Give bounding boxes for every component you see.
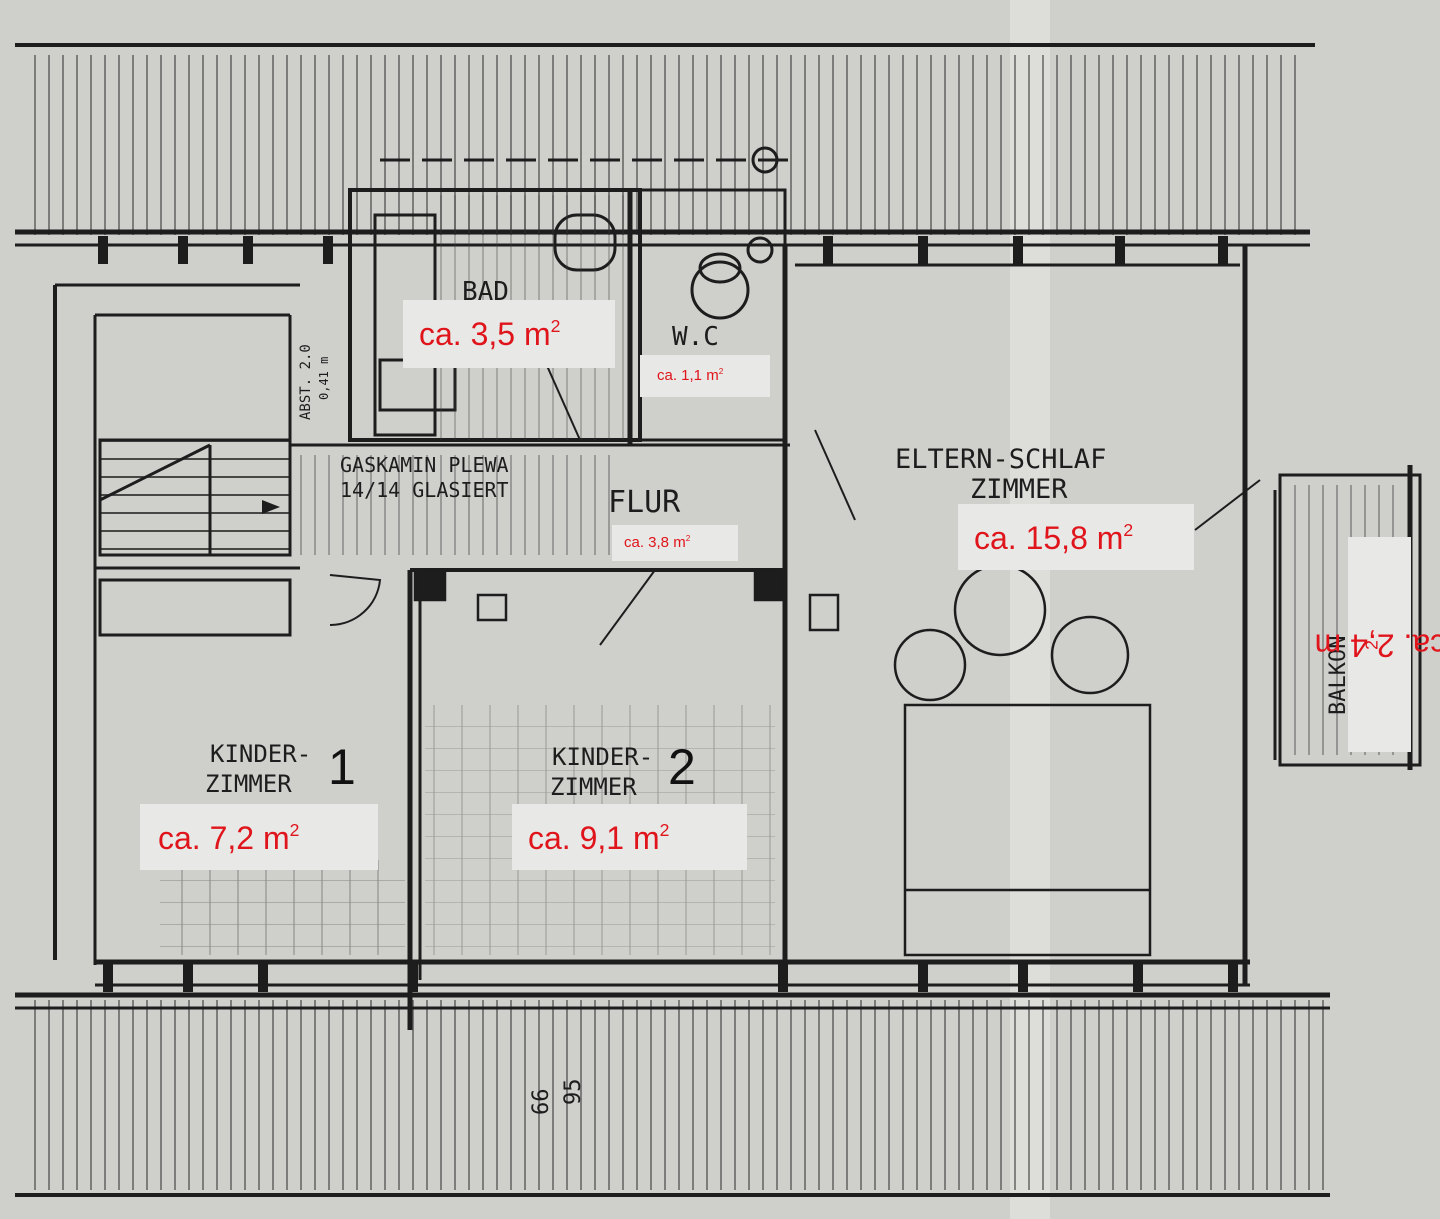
label-kinder1-1: KINDER-: [210, 740, 311, 768]
room-number-kinder1: 1: [328, 739, 356, 795]
area-label-wc: ca. 1,1 m2: [640, 355, 770, 397]
area-label-flur: ca. 3,8 m2: [612, 525, 738, 561]
area-label-bad: ca. 3,5 m2: [403, 300, 615, 368]
bedroom-furniture: [413, 563, 1152, 957]
label-flur: FLUR: [608, 485, 681, 520]
roof-hatching-top: [15, 43, 1315, 247]
radiator: [98, 578, 292, 637]
hall-floor-hatch: [290, 455, 620, 555]
room-number-kinder2: 2: [668, 739, 696, 795]
label-kamin-1: GASKAMIN PLEWA: [340, 453, 509, 477]
label-balkon: BALKON: [1326, 636, 1351, 715]
roof-hatching-bottom: [15, 992, 1330, 1197]
kinder1-floor-pattern: [160, 860, 405, 955]
label-kinder1-2: ZIMMER: [205, 770, 292, 798]
label-abst: ABST. 2.0: [298, 344, 314, 420]
area-label-eltern: ca. 15,8 m2: [958, 504, 1194, 570]
window-posts: [98, 236, 1238, 992]
label-kamin-2: 14/14 GLASIERT: [340, 478, 509, 502]
staircase: [98, 438, 292, 557]
label-eltern-2: ZIMMER: [970, 474, 1068, 505]
dimension-95: 95: [561, 1079, 586, 1106]
label-kinder2-1: KINDER-: [552, 743, 653, 771]
area-label-kinder2: ca. 9,1 m2: [512, 804, 747, 870]
dimension-66: 66: [529, 1089, 554, 1116]
label-kinder2-2: ZIMMER: [550, 773, 637, 801]
label-abst-2: 0,41 m: [317, 357, 331, 400]
label-eltern-1: ELTERN-SCHLAF: [895, 444, 1106, 475]
area-label-kinder1: ca. 7,2 m2: [140, 804, 378, 870]
label-wc: W.C: [672, 322, 719, 352]
